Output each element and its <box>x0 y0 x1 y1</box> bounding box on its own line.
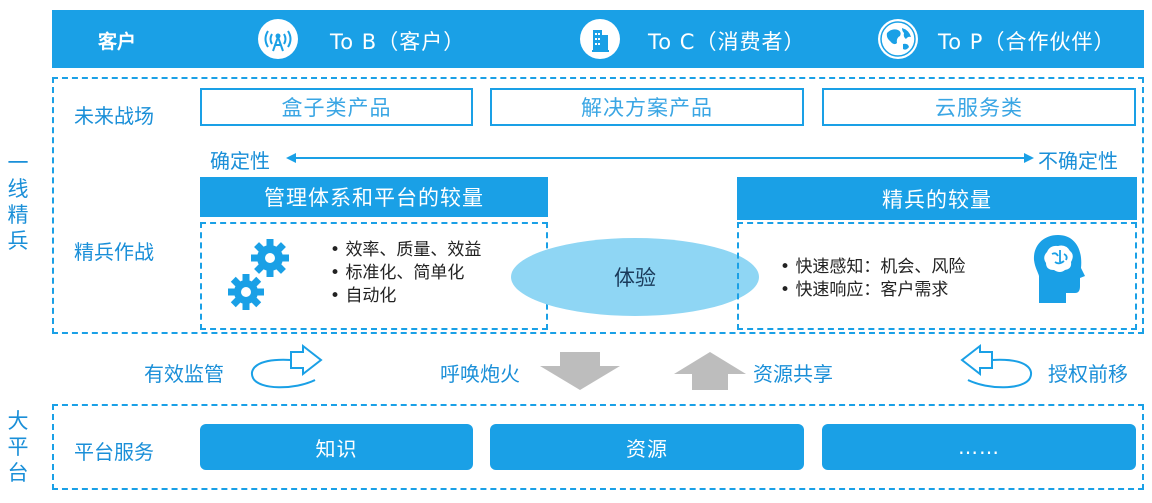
elite-combat-label: 精兵作战 <box>74 240 154 264</box>
call-fire-label: 呼唤炮火 <box>440 362 520 386</box>
list-item: 快速响应：客户需求 <box>780 279 965 302</box>
down-arrow-icon <box>540 352 620 390</box>
platform-services-label: 平台服务 <box>74 440 154 464</box>
brain-head-icon <box>1033 235 1085 303</box>
building-icon <box>580 19 620 59</box>
box-solutions: 解决方案产品 <box>490 88 804 126</box>
list-item: 自动化 <box>330 285 481 308</box>
globe-icon <box>878 19 918 59</box>
segment-to-p: To P（合作伙伴） <box>938 30 1116 54</box>
loop-arrow-left-icon <box>251 343 323 389</box>
platform-more-box: …… <box>822 424 1136 470</box>
up-arrow-icon <box>674 352 746 390</box>
elite-head: 精兵的较量 <box>737 177 1137 220</box>
platform-resources-box: 资源 <box>490 424 804 470</box>
effective-supervision-label: 有效监管 <box>144 362 224 386</box>
resource-sharing-label: 资源共享 <box>753 362 833 386</box>
segment-to-c: To C（消费者） <box>648 30 806 54</box>
list-item: 效率、质量、效益 <box>330 239 481 262</box>
management-bullets: 效率、质量、效益 标准化、简单化 自动化 <box>330 239 481 308</box>
box-cloud: 云服务类 <box>822 88 1136 126</box>
customer-bar: 客户 To B（客户） To C（消费者） <box>52 10 1144 68</box>
list-item: 标准化、简单化 <box>330 262 481 285</box>
elite-bullets: 快速感知：机会、风险 快速响应：客户需求 <box>780 256 965 302</box>
frontline-side-label: 一 线 精 兵 <box>7 151 29 253</box>
authorization-forward-label: 授权前移 <box>1048 362 1128 386</box>
platform-side-label: 大 平 台 <box>7 409 29 485</box>
axis-certain-label: 确定性 <box>210 149 270 173</box>
gears-icon <box>228 239 289 310</box>
certainty-axis-arrow <box>286 153 1034 163</box>
platform-region <box>52 404 1144 490</box>
customer-label: 客户 <box>98 31 137 53</box>
box-products: 盒子类产品 <box>200 88 473 126</box>
axis-uncertain-label: 不确定性 <box>1038 149 1118 173</box>
frontline-region <box>52 77 1144 334</box>
platform-knowledge-box: 知识 <box>200 424 473 470</box>
management-head: 管理体系和平台的较量 <box>200 177 548 217</box>
experience-ellipse: 体验 <box>511 238 759 316</box>
loop-arrow-right-icon <box>960 343 1032 389</box>
antenna-tower-icon <box>258 19 298 59</box>
segment-to-b: To B（客户） <box>330 30 466 54</box>
elite-panel <box>737 222 1137 330</box>
list-item: 快速感知：机会、风险 <box>780 256 965 279</box>
future-battlefield-label: 未来战场 <box>74 104 154 128</box>
